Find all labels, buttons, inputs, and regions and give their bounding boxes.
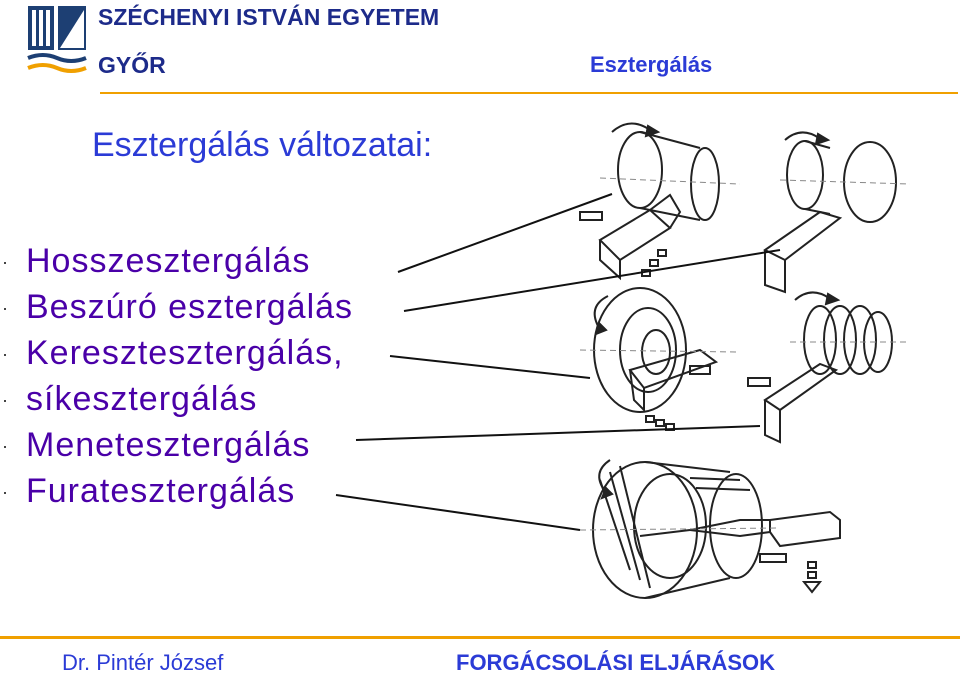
bullet-icon bbox=[4, 262, 6, 264]
university-city: GYŐR bbox=[98, 52, 166, 78]
list-item-beszuro: Beszúró esztergálás bbox=[26, 288, 354, 326]
header-divider bbox=[100, 92, 958, 94]
list-item-sikesztergalas: síkesztergálás bbox=[26, 380, 258, 418]
turning-operations-diagram-icon bbox=[579, 122, 911, 599]
footer-author: Dr. Pintér József bbox=[62, 650, 224, 675]
university-name: SZÉCHENYI ISTVÁN EGYETEM bbox=[98, 4, 440, 30]
bullet-icon bbox=[4, 308, 6, 310]
footer-divider bbox=[0, 636, 960, 639]
list-item-menetesztergalas: Menetesztergálás bbox=[26, 426, 311, 464]
university-logo-icon bbox=[26, 4, 88, 78]
slide-title: Esztergálás változatai: bbox=[92, 126, 433, 164]
bullet-icon bbox=[4, 354, 6, 356]
bullet-icon bbox=[4, 492, 6, 494]
list-item-keresztesztergalas: Keresztesztergálás, bbox=[26, 334, 344, 372]
bullet-icon bbox=[4, 400, 6, 402]
list-item-hosszesztergalas: Hosszesztergálás bbox=[26, 242, 311, 280]
footer-course: FORGÁCSOLÁSI ELJÁRÁSOK bbox=[456, 650, 776, 675]
bullet-icon bbox=[4, 446, 6, 448]
header-topic: Esztergálás bbox=[590, 52, 713, 77]
list-item-furatesztergalas: Furatesztergálás bbox=[26, 472, 296, 510]
